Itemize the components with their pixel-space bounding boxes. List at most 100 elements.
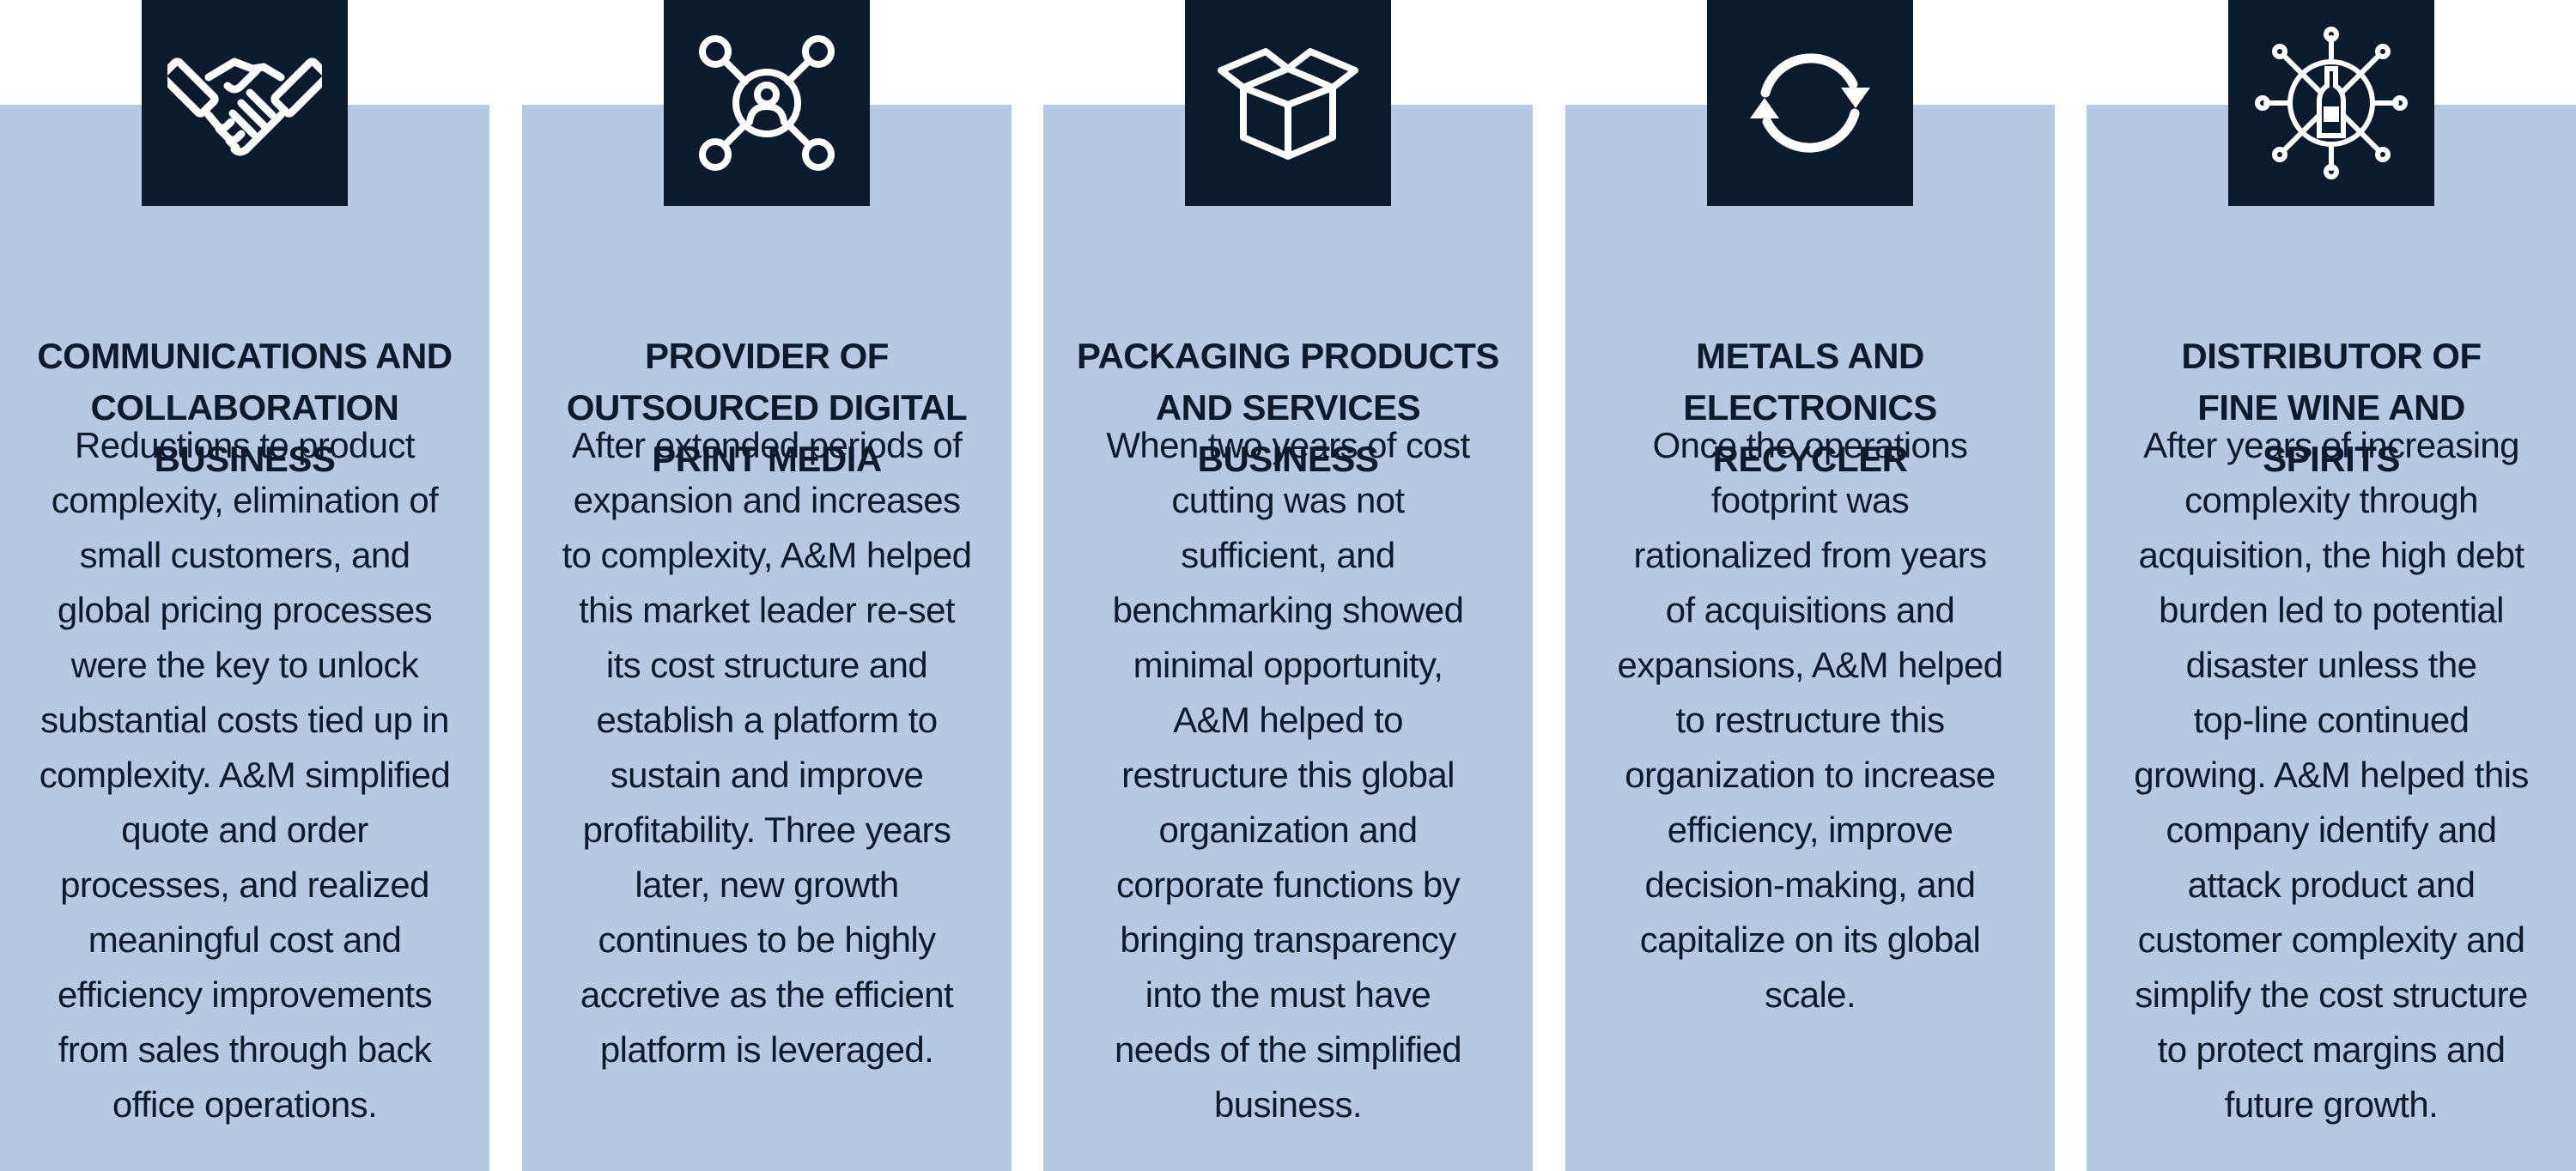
title-line: ELECTRONICS — [1683, 387, 1937, 428]
body-line: meaningful cost and — [88, 919, 402, 960]
body-line: When two years of cost — [1106, 425, 1470, 465]
body-line: to protect margins and — [2157, 1029, 2506, 1070]
card-description: Once the operations footprint was ration… — [1576, 418, 2044, 1022]
title-line: BUSINESS — [154, 439, 336, 479]
title-line: FINE WINE AND — [2197, 387, 2465, 428]
body-line: simplify the cost structure — [2135, 974, 2528, 1015]
icon-tile — [2228, 0, 2434, 206]
body-line: A&M helped to — [1173, 700, 1403, 740]
card-title: METALS AND ELECTRONICS RECYCLER — [1577, 331, 2043, 485]
title-line: BUSINESS — [1197, 439, 1379, 479]
card-title: PACKAGING PRODUCTS AND SERVICES BUSINESS — [1055, 331, 1521, 485]
body-line: continues to be highly — [598, 919, 936, 960]
card-description: Reductions to product complexity, elimin… — [10, 418, 479, 1132]
body-line: substantial costs tied up in — [40, 700, 449, 740]
case-card-communications: COMMUNICATIONS AND COLLABORATION BUSINES… — [0, 0, 489, 1171]
icon-tile — [1707, 0, 1913, 206]
title-line: COLLABORATION — [90, 387, 399, 428]
body-line: scale. — [1764, 974, 1856, 1015]
body-line: to complexity, A&M helped — [562, 535, 972, 575]
body-line: were the key to unlock — [70, 645, 419, 685]
body-line: small customers, and — [79, 535, 410, 575]
body-line: business. — [1213, 1084, 1363, 1125]
body-line: benchmarking showed — [1112, 590, 1464, 630]
card-title: COMMUNICATIONS AND COLLABORATION BUSINES… — [12, 331, 477, 485]
body-line: organization and — [1158, 810, 1419, 850]
body-line: complexity. A&M simplified — [39, 755, 451, 795]
card-description: After years of increasing complexity thr… — [2097, 418, 2566, 1132]
body-line: to restructure this — [1675, 700, 1945, 740]
body-line: disaster unless the — [2185, 645, 2477, 685]
case-card-wine-spirits: DISTRIBUTOR OF FINE WINE AND SPIRITS Aft… — [2087, 0, 2576, 1171]
body-line: organization to increase — [1625, 755, 1996, 795]
open-box-icon — [1218, 48, 1358, 160]
card-description: After extended periods of expansion and … — [532, 418, 1001, 1077]
body-line: later, new growth — [635, 865, 899, 905]
title-line: RECYCLER — [1712, 439, 1908, 479]
recycle-arrows-icon — [1750, 53, 1870, 153]
title-line: PACKAGING PRODUCTS — [1077, 336, 1499, 376]
body-line: footprint was — [1710, 480, 1910, 520]
body-line: efficiency improvements — [58, 974, 433, 1015]
body-line: establish a platform to — [596, 700, 938, 740]
body-line: After years of increasing — [2143, 425, 2519, 465]
body-line: efficiency, improve — [1667, 810, 1953, 850]
body-line: cutting was not — [1171, 480, 1405, 520]
body-line: Once the operations — [1652, 425, 1968, 465]
body-line: sustain and improve — [610, 755, 924, 795]
body-line: attack product and — [2187, 865, 2476, 905]
body-line: its cost structure and — [605, 645, 928, 685]
body-line: quote and order — [121, 810, 368, 850]
body-line: accretive as the efficient — [580, 974, 954, 1015]
body-line: minimal opportunity, — [1133, 645, 1443, 685]
icon-tile — [1185, 0, 1391, 206]
body-line: capitalize on its global — [1639, 919, 1981, 960]
title-line: SPIRITS — [2263, 439, 2400, 479]
body-line: rationalized from years — [1633, 535, 1987, 575]
body-line: growing. A&M helped this — [2134, 755, 2529, 795]
case-card-packaging: PACKAGING PRODUCTS AND SERVICES BUSINESS… — [1043, 0, 1533, 1171]
body-line: bringing transparency — [1120, 919, 1456, 960]
body-line: needs of the simplified — [1114, 1029, 1462, 1070]
case-card-recycler: METALS AND ELECTRONICS RECYCLER Once the… — [1565, 0, 2055, 1171]
icon-tile — [664, 0, 870, 206]
body-line: of acquisitions and — [1665, 590, 1955, 630]
body-line: restructure this global — [1121, 755, 1455, 795]
body-line: from sales through back — [58, 1029, 432, 1070]
title-line: AND SERVICES — [1155, 387, 1421, 428]
body-line: sufficient, and — [1181, 535, 1395, 575]
body-line: profitability. Three years — [582, 810, 951, 850]
body-line: burden led to potential — [2159, 590, 2504, 630]
body-line: processes, and realized — [60, 865, 429, 905]
body-line: Reductions to product — [75, 425, 416, 465]
body-line: decision-making, and — [1644, 865, 1976, 905]
body-line: expansions, A&M helped — [1617, 645, 2003, 685]
body-line: this market leader re-set — [579, 590, 955, 630]
body-line: top-line continued — [2193, 700, 2470, 740]
body-line: future growth. — [2224, 1084, 2439, 1125]
network-person-icon — [699, 35, 835, 171]
body-line: complexity, elimination of — [51, 480, 439, 520]
title-line: PRINT MEDIA — [652, 439, 882, 479]
body-line: After extended periods of — [571, 425, 963, 465]
body-line: acquisition, the high debt — [2138, 535, 2524, 575]
title-line: PROVIDER OF — [645, 336, 889, 376]
title-line: DISTRIBUTOR OF — [2181, 336, 2482, 376]
wine-bottle-network-icon — [2255, 27, 2408, 179]
card-description: When two years of cost cutting was not s… — [1054, 418, 1522, 1132]
body-line: company identify and — [2166, 810, 2498, 850]
title-line: COMMUNICATIONS AND — [37, 336, 453, 376]
body-line: customer complexity and — [2137, 919, 2525, 960]
card-title: DISTRIBUTOR OF FINE WINE AND SPIRITS — [2099, 331, 2564, 485]
body-line: corporate functions by — [1115, 865, 1461, 905]
icon-tile — [142, 0, 348, 206]
handshake-icon — [167, 58, 322, 156]
case-card-digital-print: PROVIDER OF OUTSOURCED DIGITAL PRINT MED… — [522, 0, 1012, 1171]
title-line: OUTSOURCED DIGITAL — [566, 387, 968, 428]
body-line: into the must have — [1145, 974, 1431, 1015]
body-line: expansion and increases — [573, 480, 961, 520]
card-title: PROVIDER OF OUTSOURCED DIGITAL PRINT MED… — [534, 331, 999, 485]
body-line: global pricing processes — [57, 590, 433, 630]
body-line: platform is leveraged. — [599, 1029, 934, 1070]
